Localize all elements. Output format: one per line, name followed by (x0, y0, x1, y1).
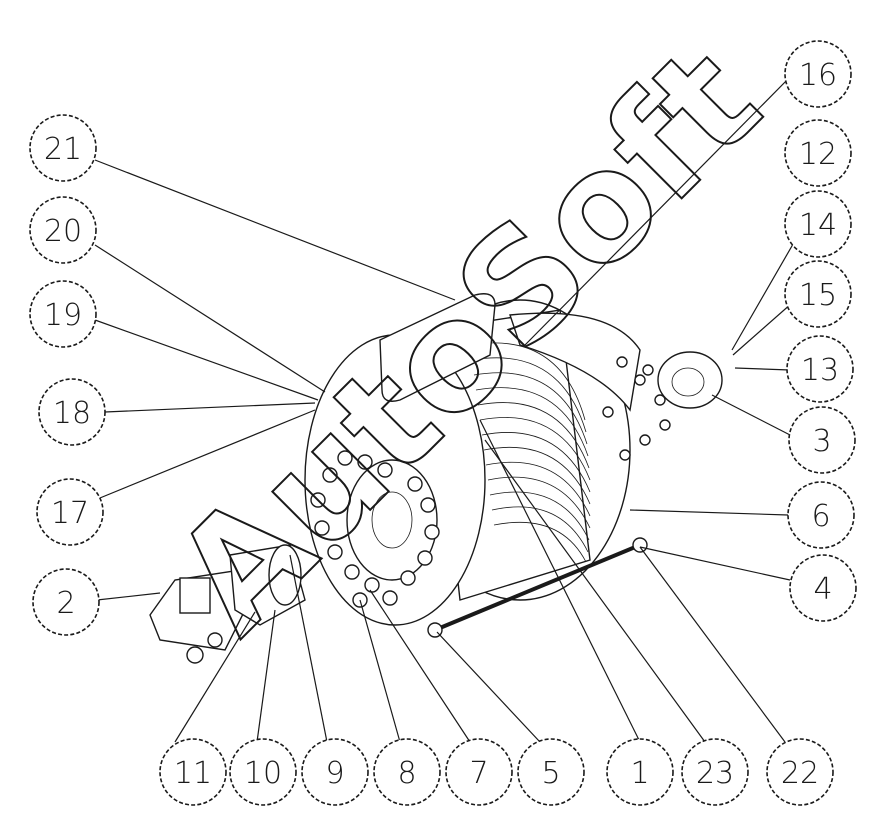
svg-text:12: 12 (799, 137, 837, 172)
leader-7 (369, 589, 471, 743)
balloon-22: 22 (766, 738, 834, 806)
balloon-7: 7 (445, 738, 513, 806)
svg-text:11: 11 (174, 756, 212, 791)
leader-3 (711, 394, 793, 437)
balloon-18: 18 (38, 378, 106, 446)
rod-end-right (632, 537, 648, 553)
leader-19 (94, 319, 319, 401)
balloon-12: 12 (784, 119, 852, 187)
svg-text:16: 16 (799, 58, 837, 93)
leader-17 (94, 409, 316, 501)
motor-block (179, 577, 211, 614)
balloon-23: 23 (681, 738, 749, 806)
svg-text:21: 21 (44, 132, 82, 167)
cap-inner (671, 367, 705, 397)
balloon-16: 16 (784, 40, 852, 108)
leader-16 (524, 74, 793, 346)
svg-text:7: 7 (469, 756, 488, 791)
balloon-13: 13 (786, 335, 854, 403)
leader-5 (436, 631, 541, 743)
balloon-2: 2 (32, 568, 100, 636)
svg-text:20: 20 (44, 214, 82, 249)
leader-18 (104, 402, 316, 413)
hydraulic-motor (149, 569, 246, 664)
leader-23 (484, 439, 706, 743)
balloon-1: 1 (606, 738, 674, 806)
leader-11 (174, 611, 256, 743)
leader-lines (94, 74, 801, 743)
cap-outer (657, 351, 723, 409)
balloon-6: 6 (787, 481, 855, 549)
svg-text:10: 10 (244, 756, 282, 791)
leader-8 (359, 599, 401, 743)
item-balloons: 21 20 19 18 17 2 16 12 14 15 13 3 6 4 11… (29, 40, 857, 806)
leader-14 (731, 231, 801, 351)
svg-text:17: 17 (51, 496, 89, 531)
balloon-3: 3 (788, 406, 856, 474)
leader-2 (96, 592, 161, 601)
balloon-8: 8 (373, 738, 441, 806)
leader-6 (629, 509, 789, 516)
leader-22 (639, 546, 786, 743)
balloon-21: 21 (29, 114, 97, 182)
svg-text:23: 23 (696, 756, 734, 791)
balloon-14: 14 (784, 190, 852, 258)
svg-text:18: 18 (53, 396, 91, 431)
guard-plate (379, 293, 496, 402)
svg-text:19: 19 (44, 298, 82, 333)
balloon-17: 17 (36, 478, 104, 546)
svg-text:4: 4 (813, 572, 832, 607)
svg-text:9: 9 (325, 756, 344, 791)
svg-text:8: 8 (397, 756, 416, 791)
rear-bolt-set (602, 356, 671, 461)
balloon-4: 4 (789, 554, 857, 622)
balloon-20: 20 (29, 196, 97, 264)
svg-text:5: 5 (541, 756, 560, 791)
motor-port (186, 646, 204, 664)
balloon-11: 11 (159, 738, 227, 806)
leader-4 (639, 546, 791, 581)
svg-text:3: 3 (812, 424, 831, 459)
level-wind-rod (434, 543, 641, 632)
leader-21 (94, 159, 456, 301)
svg-text:1: 1 (630, 756, 649, 791)
leader-1 (479, 419, 641, 743)
leader-9 (289, 554, 328, 743)
rear-bearing-cap (657, 351, 723, 409)
svg-text:15: 15 (799, 278, 837, 313)
balloon-9: 9 (301, 738, 369, 806)
svg-text:14: 14 (799, 208, 837, 243)
leader-20 (94, 244, 326, 393)
drum-hub-spline (371, 491, 413, 549)
svg-text:22: 22 (781, 756, 819, 791)
gearbox-flange (268, 544, 302, 606)
leader-13 (734, 367, 791, 371)
svg-text:6: 6 (811, 499, 830, 534)
balloon-15: 15 (784, 260, 852, 328)
top-guard (379, 293, 641, 412)
gearbox (229, 544, 306, 626)
balloon-5: 5 (517, 738, 585, 806)
winch-drum (304, 299, 631, 626)
svg-text:13: 13 (801, 353, 839, 388)
leader-10 (256, 609, 276, 743)
balloon-10: 10 (229, 738, 297, 806)
motor-port-2 (207, 632, 223, 648)
svg-text:2: 2 (56, 586, 75, 621)
balloon-19: 19 (29, 280, 97, 348)
